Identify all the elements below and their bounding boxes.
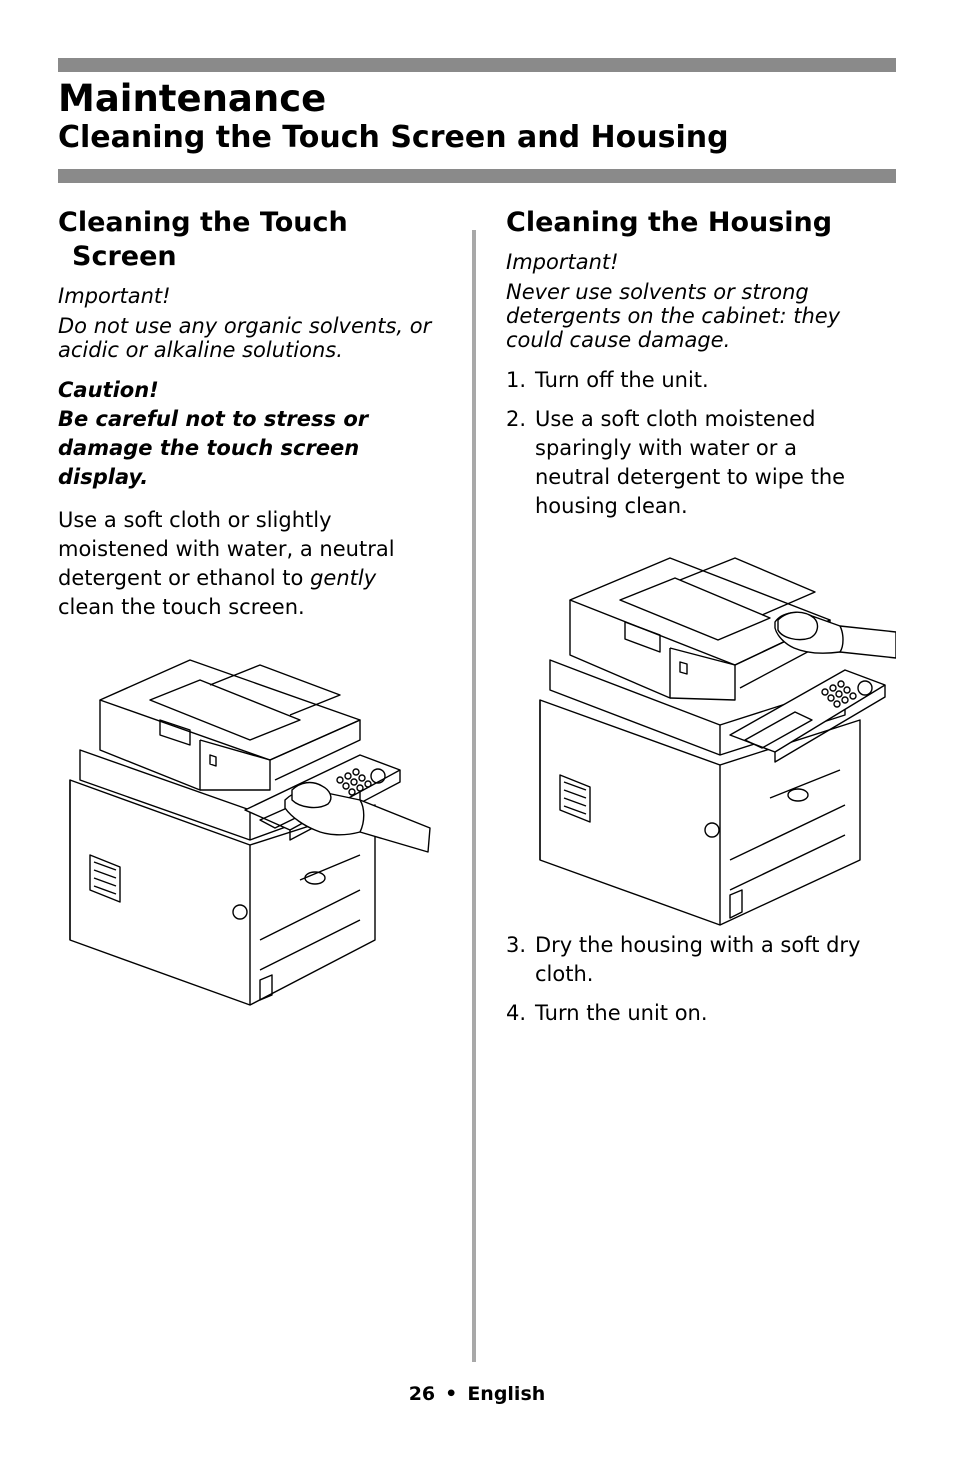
step-text: Turn the unit on.: [535, 999, 708, 1028]
caution-line: damage the touch screen: [58, 436, 360, 460]
step-line: Turn the unit on.: [535, 1001, 708, 1025]
step-line: sparingly with water or a: [535, 436, 797, 460]
header-rule-top: [58, 58, 896, 72]
section-heading-housing: Cleaning the Housing: [506, 207, 833, 238]
important-label: Important!: [58, 284, 171, 308]
step-line: Turn off the unit.: [535, 368, 709, 392]
heading-line: Cleaning the Touch: [58, 207, 348, 238]
step-item: 3. Dry the housing with a soft dry cloth.: [506, 931, 898, 989]
note-line: Do not use any organic solvents, or: [58, 314, 432, 338]
caution-line: display.: [58, 465, 149, 489]
step-number: 2.: [506, 407, 527, 431]
step-text: Dry the housing with a soft dry cloth.: [535, 931, 861, 989]
heading-line: Screen: [72, 241, 177, 272]
body-line: moistened with water, a neutral: [58, 537, 395, 561]
right-column: Cleaning the Housing Important! Never us…: [506, 206, 898, 1038]
step-item: 4. Turn the unit on.: [506, 999, 898, 1028]
important-note: Never use solvents or strong detergents …: [506, 280, 898, 352]
step-number: 1.: [506, 368, 527, 392]
important-label: Important!: [506, 250, 619, 274]
step-line: cloth.: [535, 962, 594, 986]
note-line: could cause damage.: [506, 328, 731, 352]
note-line: detergents on the cabinet: they: [506, 304, 841, 328]
page-title: Maintenance: [58, 77, 327, 120]
step-number: 3.: [506, 933, 527, 957]
instruction-paragraph: Use a soft cloth or slightly moistened w…: [58, 506, 458, 622]
step-text: Turn off the unit.: [535, 366, 709, 395]
printer-touchscreen-wipe-illustration: [69, 659, 431, 1006]
step-item: 1. Turn off the unit.: [506, 366, 898, 395]
step-line: neutral detergent to wipe the: [535, 465, 846, 489]
column-divider: [472, 230, 476, 1362]
caution-line: Be careful not to stress or: [58, 407, 369, 431]
section-heading-touch-screen: Cleaning the Touch Screen: [58, 206, 458, 274]
important-note: Do not use any organic solvents, or acid…: [58, 314, 458, 362]
footer-language: English: [467, 1383, 546, 1405]
body-line: Use a soft cloth or slightly: [58, 508, 332, 532]
header-rule-bottom: [58, 169, 896, 183]
step-line: housing clean.: [535, 494, 688, 518]
note-line: acidic or alkaline solutions.: [58, 338, 343, 362]
emphasis-gently: gently: [310, 566, 377, 590]
body-line: clean the touch screen.: [58, 595, 305, 619]
page-subtitle: Cleaning the Touch Screen and Housing: [58, 120, 729, 155]
footer-bullet: •: [445, 1383, 458, 1405]
page-number: 26: [408, 1383, 436, 1405]
steps-list-second: 3. Dry the housing with a soft dry cloth. 4…: [506, 931, 898, 1028]
step-line: Use a soft cloth moistened: [535, 407, 816, 431]
caution-label: Caution!: [58, 378, 159, 402]
steps-list-first: 1. Turn off the unit. 2. Use a soft cloth m…: [506, 366, 898, 521]
caution-note: Caution! Be careful not to stress or dam…: [58, 376, 458, 492]
step-line: Dry the housing with a soft dry: [535, 933, 861, 957]
body-line: detergent or ethanol to: [58, 566, 311, 590]
step-text: Use a soft cloth moistened sparingly with…: [535, 405, 845, 521]
page-footer: 26 • English: [0, 1380, 954, 1408]
left-column: Cleaning the Touch Screen Important! Do …: [58, 206, 458, 622]
printer-housing-wipe-illustration: [539, 557, 896, 926]
step-number: 4.: [506, 1001, 527, 1025]
step-item: 2. Use a soft cloth moistened sparingly wi…: [506, 405, 898, 521]
note-line: Never use solvents or strong: [506, 280, 809, 304]
